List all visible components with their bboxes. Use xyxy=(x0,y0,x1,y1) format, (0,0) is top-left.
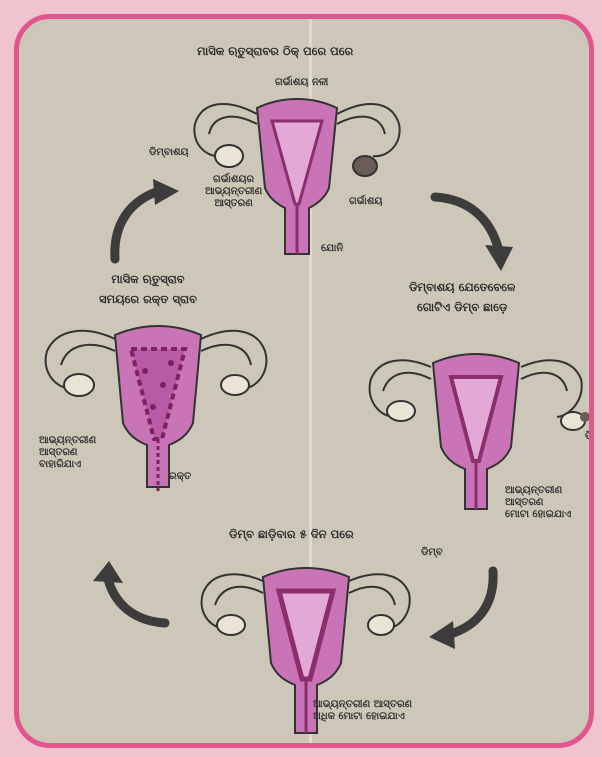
arrow-bottom-to-left xyxy=(87,559,177,649)
right-egg-label: ଡିମ୍ବ xyxy=(585,431,594,443)
arrow-top-to-right xyxy=(429,189,519,279)
bottom-egg-label: ଡିମ୍ବ xyxy=(421,547,443,559)
uterine-cavity-label: ଗର୍ଭାଶୟ ନଳୀ xyxy=(275,77,328,89)
right-lining-label: ଆଭ୍ୟନ୍ତରୀଣ ଆସ୍ତରଣ ମୋଟା ହୋଇଯାଏ xyxy=(505,485,571,521)
bottom-stage-title: ଡିମ୍ବ ଛାଡ଼ିବାର ୫ ଦିନ ପରେ xyxy=(229,527,354,542)
arrow-left-to-top xyxy=(103,177,193,267)
top-uterus-diagram xyxy=(187,76,407,251)
cervix-label: ଯୋନି xyxy=(321,243,343,255)
diagram-panel: ମାସିକ ଋତୁସ୍ରାବର ଠିକ୍ ପରେ ପରେ ଗର୍ଭାଶୟ ନଳୀ… xyxy=(14,14,594,748)
top-lining-label: ଗର୍ଭାଶୟର ଆଭ୍ୟନ୍ତରୀଣ ଆସ୍ତରଣ xyxy=(205,174,262,210)
right-stage-title: ଡିମ୍ବାଶୟ ଯେତେବେଳେ ଗୋଟିଏ ଡିମ୍ବ ଛାଡ଼େ xyxy=(409,277,515,317)
left-lining-label: ଆଭ୍ୟନ୍ତରୀଣ ଆସ୍ତରଣ ବାହାରିଯାଏ xyxy=(39,435,96,471)
uterus-label: ଗର୍ଭାଶୟ xyxy=(349,196,383,208)
arrow-right-to-bottom xyxy=(425,565,515,655)
blood-label: ରକ୍ତ xyxy=(169,471,191,483)
bottom-lining-label: ଆଭ୍ୟନ୍ତରୀଣ ଆସ୍ତରଣ ଅଧିକ ମୋଟା ହୋଇଯାଏ xyxy=(313,699,412,723)
left-stage-title: ମାସିକ ଋତୁସ୍ରାବ ସମୟରେ ରକ୍ତ ସ୍ରାବ xyxy=(99,269,197,309)
ovary-label: ଡିମ୍ବାଶୟ xyxy=(149,147,189,159)
top-stage-title: ମାସିକ ଋତୁସ୍ରାବର ଠିକ୍ ପରେ ପରେ xyxy=(197,44,353,59)
